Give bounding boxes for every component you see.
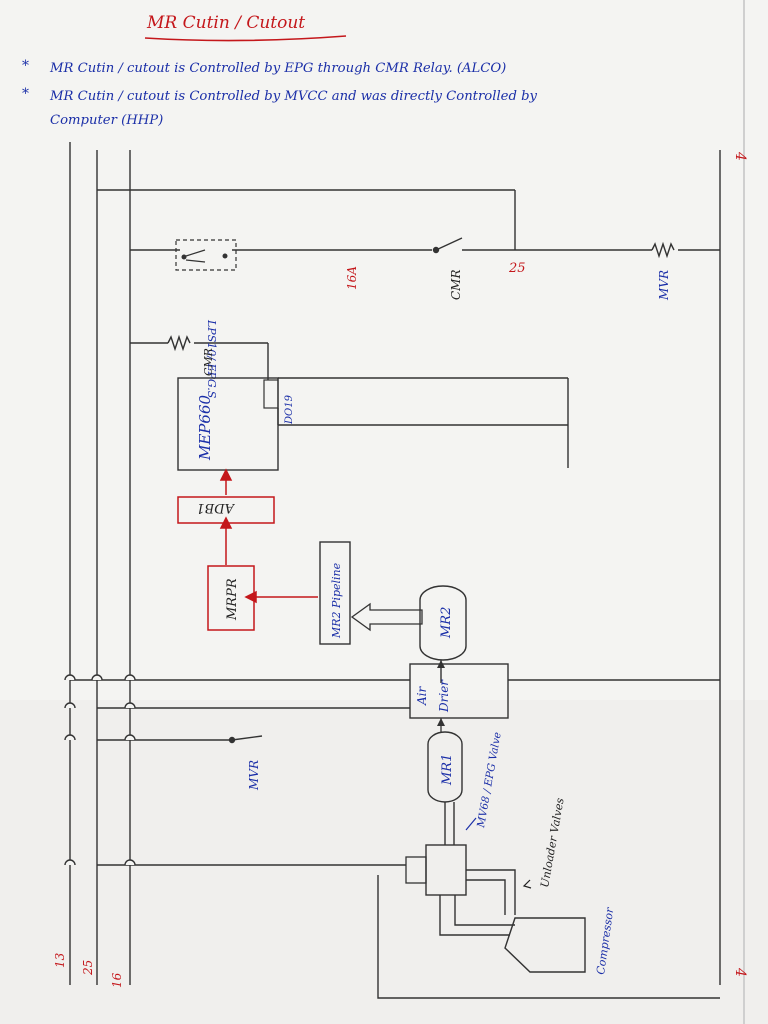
mr2-pipeline-box: [319, 541, 351, 645]
wire-25-label: 25: [508, 261, 526, 276]
mr1-tank: [427, 731, 463, 803]
do19-box: [263, 379, 279, 409]
air-drier-box: [409, 663, 509, 719]
fuse-16a-label: 16A: [345, 266, 359, 290]
wire-13-label: 13: [53, 952, 67, 968]
note-2-text: MR Cutin / cutout is Controlled by MVCC …: [49, 89, 538, 104]
mep660-label: MEP660: [196, 395, 214, 461]
page-title: MR Cutin / Cutout: [146, 13, 305, 33]
note-2-bullet: *: [22, 86, 29, 102]
wiring: [69, 142, 721, 999]
note-1-text: MR Cutin / cutout is Controlled by EPG t…: [49, 61, 506, 76]
do19-label: DO19: [284, 394, 295, 425]
note-1-bullet: *: [22, 58, 29, 74]
title-underline: [144, 35, 347, 42]
cmr-relay-label: CMR: [449, 269, 463, 300]
unloader-pointer: [522, 879, 532, 889]
adb1-box: [177, 496, 275, 524]
valve-block: [425, 844, 467, 896]
lps-switch: [175, 239, 237, 271]
mep660-box: [177, 377, 279, 471]
mvr-left-label: MVR: [247, 760, 261, 791]
wire-25-bottom-label: 25: [81, 960, 95, 976]
wire-4-bottom-label: 4: [732, 967, 748, 977]
mr2-pipeline-label: MR2 Pipeline: [330, 562, 343, 639]
adb1-label: ADB1: [196, 500, 235, 515]
mrpr-label: MRPR: [225, 578, 240, 621]
mr2-feed-arrow: [350, 602, 423, 632]
mvr-right-label: MVR: [657, 270, 671, 301]
mr1-outlet-arrow: [437, 718, 445, 726]
compressor-shape: [504, 917, 586, 973]
mr2-tank: [419, 585, 467, 661]
note-3-text: Computer (HHP): [50, 113, 163, 128]
wire-4-top-label: 4: [732, 151, 748, 161]
air-drier-drier-label: Drier: [437, 679, 451, 713]
mr1-label: MR1: [440, 754, 455, 786]
air-drier-air-label: Air: [415, 685, 429, 706]
wire-crossovers: [64, 674, 136, 866]
lps-epg-label: LPS10/ EPG.S: [205, 319, 218, 399]
mrpr-box: [207, 565, 255, 631]
wire-16-label: 16: [110, 972, 124, 988]
mr2-label: MR2: [439, 607, 454, 639]
cmr-coil-label: CMR: [202, 348, 215, 376]
mv68-pointer: [465, 817, 477, 831]
